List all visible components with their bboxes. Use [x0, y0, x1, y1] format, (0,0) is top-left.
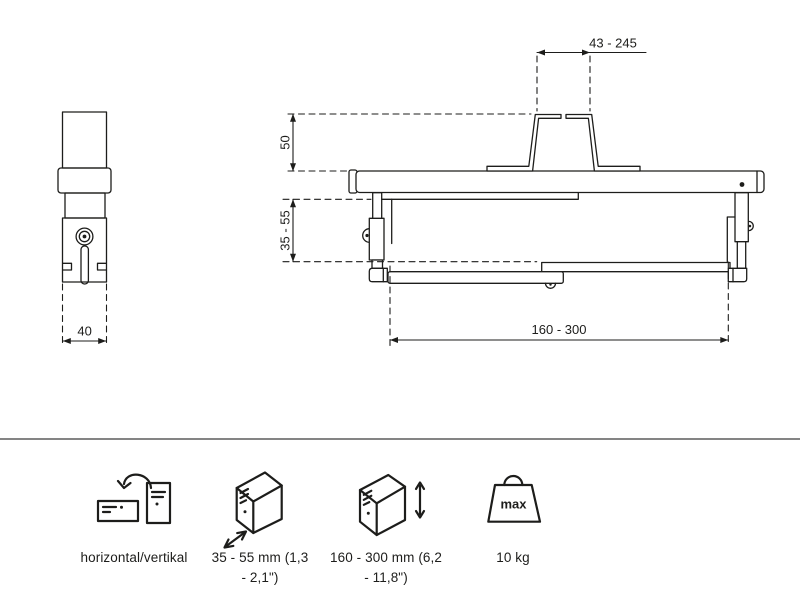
- knob-center: [82, 234, 87, 239]
- rail-screw: [739, 182, 745, 187]
- weight-handle: [503, 474, 524, 487]
- bottom-rail-outer: [387, 271, 564, 284]
- bottom-screw: [544, 282, 557, 289]
- pc-horizontal-icon: [96, 499, 140, 523]
- cpu-box-side: [252, 484, 283, 535]
- technical-drawing: 40: [57, 36, 765, 347]
- right-arm-bracket: [726, 216, 736, 263]
- feature-label-line2: - 11,8"): [364, 570, 408, 585]
- bracket-right-half: [565, 113, 641, 172]
- right-arm-lower: [736, 241, 747, 269]
- pc-vertical-icon: [145, 481, 172, 525]
- dim-bottom-span: 160 - 300: [532, 322, 587, 337]
- right-arm-upper: [734, 192, 749, 243]
- dim-bracket-width: 43 - 245: [589, 36, 637, 51]
- dim-side-width: 40: [77, 324, 91, 339]
- feature-label-line2: - 2,1"): [241, 570, 279, 585]
- bracket-left-half: [486, 113, 562, 172]
- orientation-icon: [96, 473, 172, 525]
- main-rail: [355, 170, 765, 194]
- mount-plate: [61, 217, 108, 283]
- section-divider: [0, 438, 800, 440]
- cpu-height-icon: [358, 473, 426, 537]
- rotate-arrow-icon: [122, 473, 153, 490]
- knob-outer: [75, 227, 94, 246]
- plate-notches: [62, 262, 108, 271]
- side-view-drawing: [57, 111, 112, 347]
- front-view-drawing: [282, 49, 765, 347]
- max-weight-icon: max: [487, 474, 542, 523]
- weight-body: [487, 483, 542, 523]
- bottom-rail-inner: [541, 261, 731, 273]
- neck-section: [64, 192, 106, 219]
- left-foot: [368, 267, 388, 283]
- cpu-width-icon: [223, 471, 283, 549]
- cpu-box-side: [375, 485, 407, 537]
- dim-bracket-height: 50: [278, 135, 293, 149]
- inner-top-rail: [381, 192, 579, 200]
- collar-section: [57, 167, 112, 194]
- diagonal-arrow-icon: [224, 531, 246, 548]
- feature-max-weight: 10 kg: [453, 548, 573, 568]
- left-arm-plate: [368, 217, 385, 261]
- feature-label: 35 - 55 mm (1,3: [211, 550, 309, 565]
- feature-orientation: horizontal/vertikal: [54, 548, 214, 568]
- cpu-box-front: [235, 486, 255, 535]
- feature-clamp-width: 35 - 55 mm (1,3 - 2,1"): [190, 548, 330, 588]
- pole-section: [61, 111, 108, 169]
- knob-inner: [78, 230, 91, 243]
- left-arm-upper: [372, 192, 383, 220]
- feature-label: 10 kg: [496, 550, 530, 565]
- plate-slot: [80, 245, 90, 285]
- weight-max-text: max: [500, 497, 527, 512]
- extension-lines: [61, 283, 108, 347]
- feature-label: horizontal/vertikal: [80, 550, 188, 565]
- feature-label: 160 - 300 mm (6,2: [329, 550, 442, 565]
- cpu-box-front: [358, 488, 378, 537]
- right-foot: [727, 267, 748, 283]
- feature-clamp-height: 160 - 300 mm (6,2 - 11,8"): [316, 548, 456, 588]
- dim-clamp-range: 35 - 55: [278, 210, 293, 250]
